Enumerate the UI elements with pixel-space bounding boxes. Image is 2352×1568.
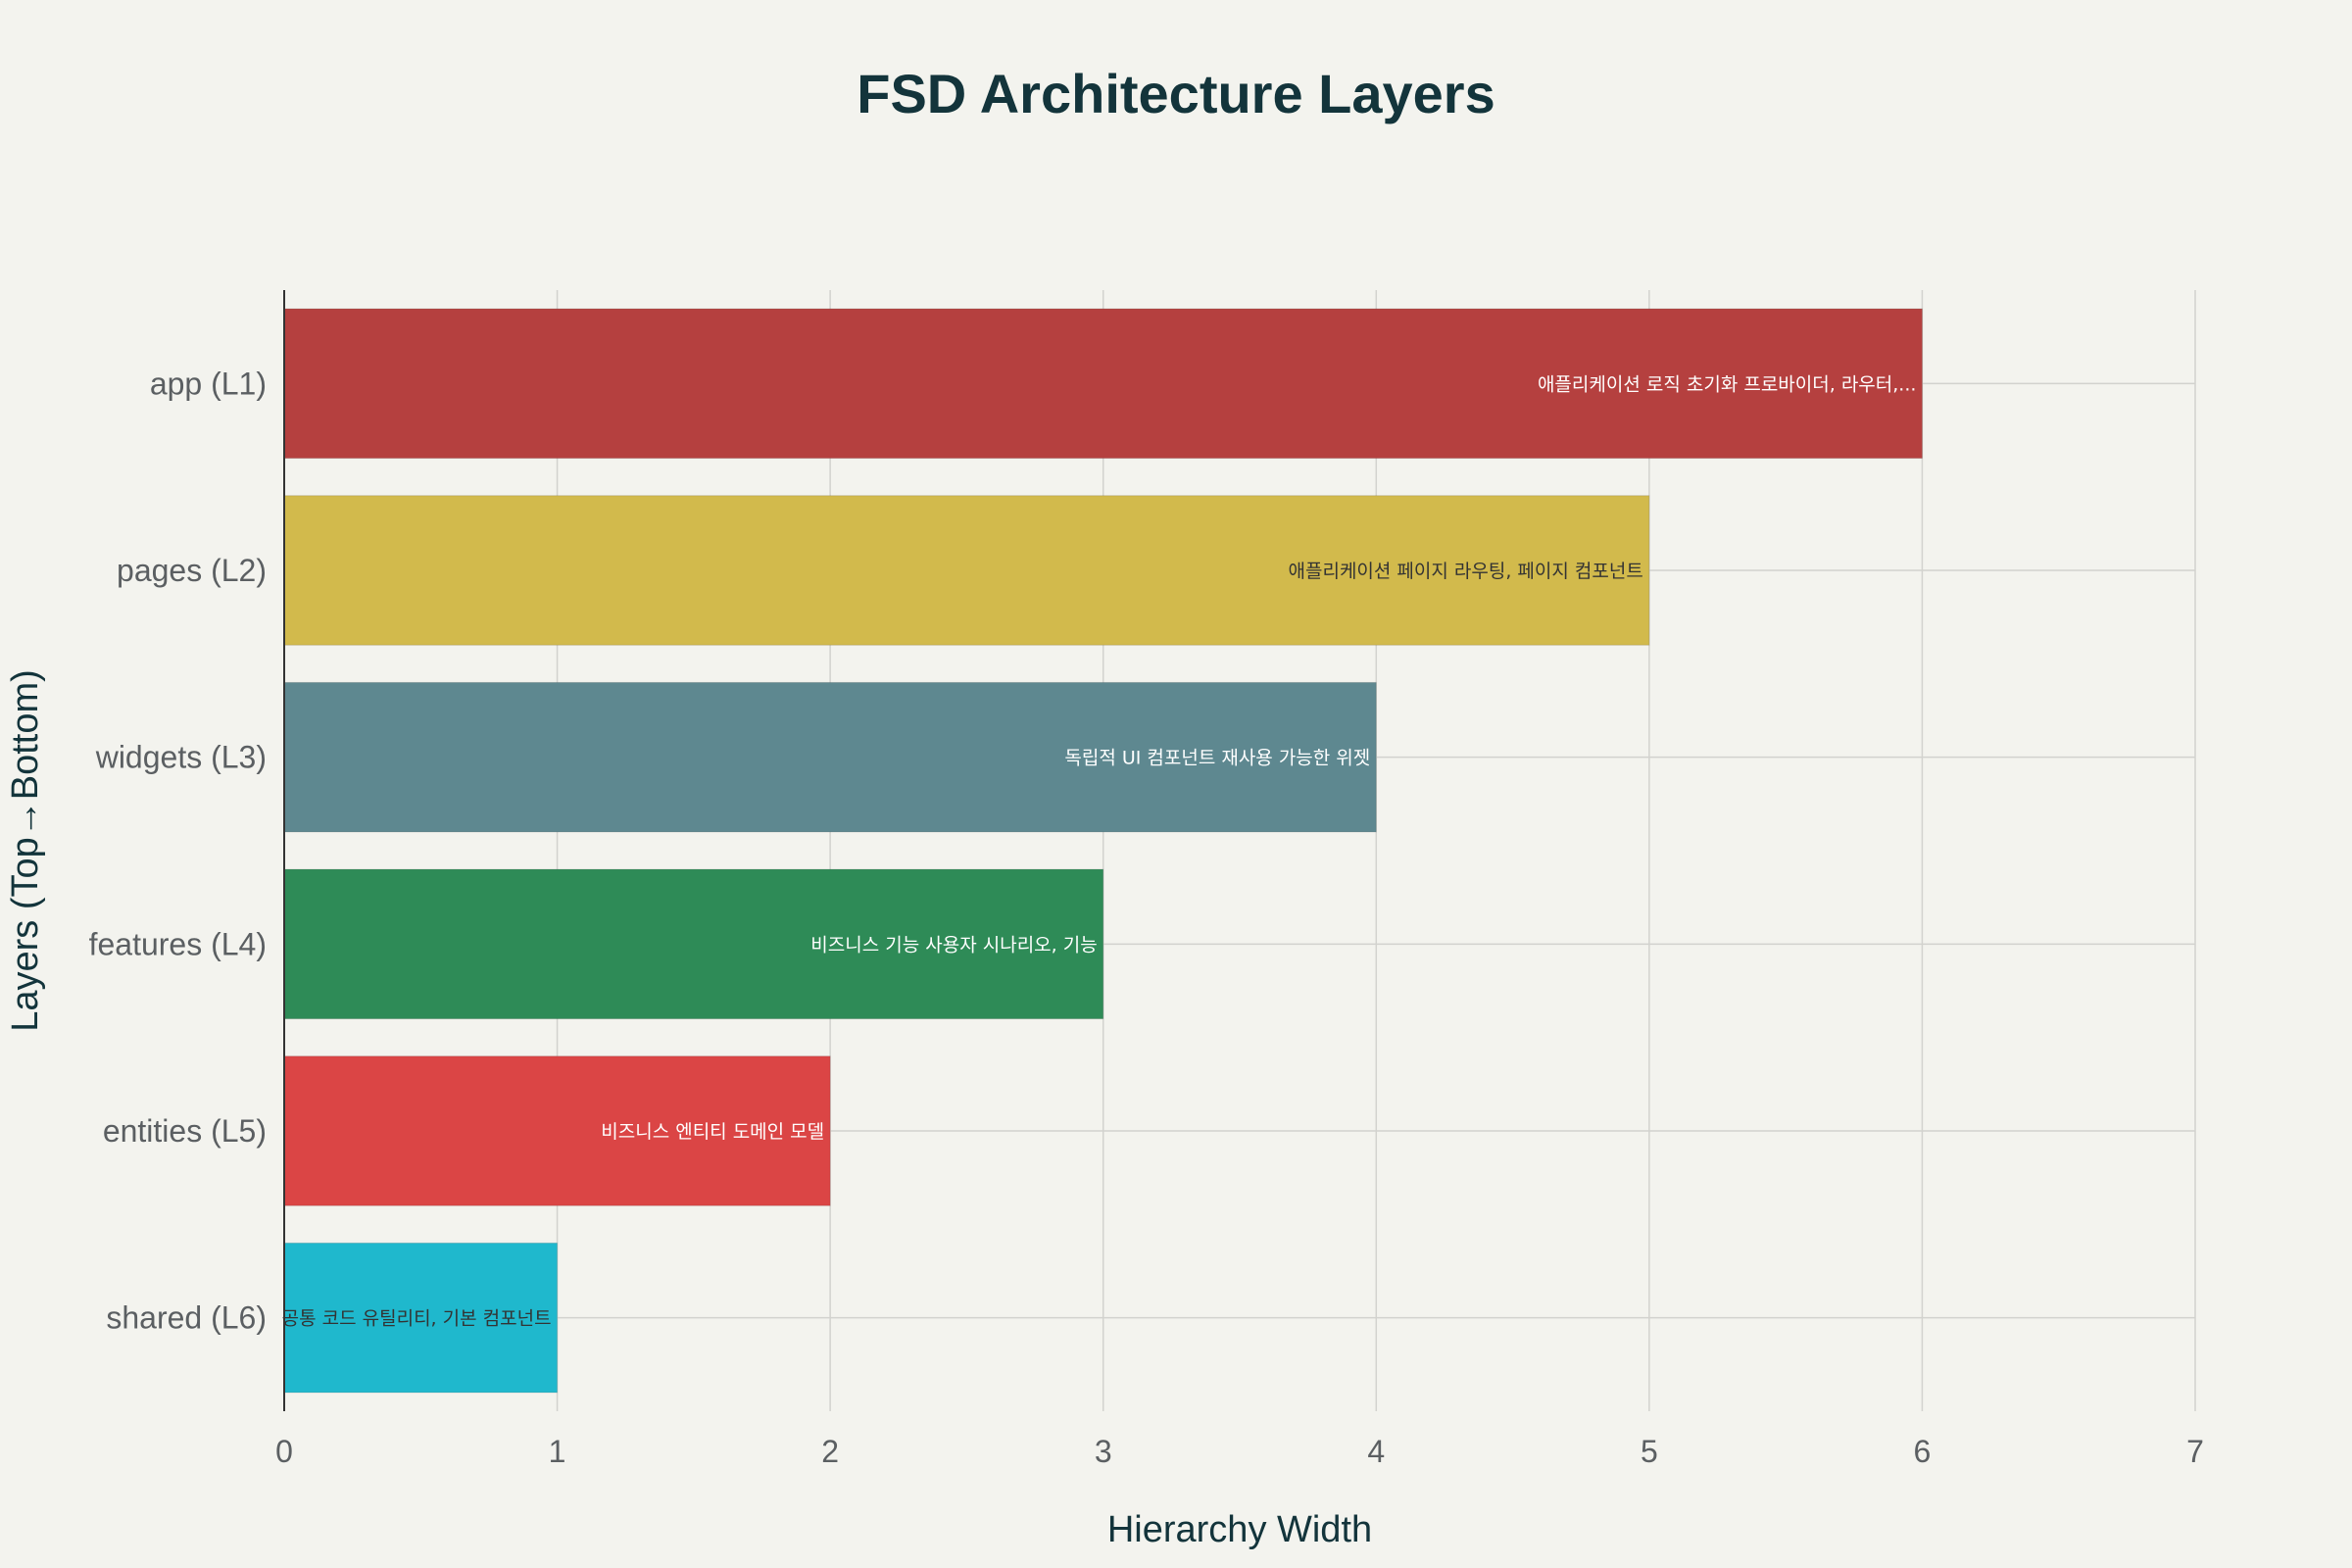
bar-data-label: 공통 코드 유틸리티, 기본 컴포넌트 <box>282 1308 552 1330</box>
bar <box>283 868 1104 1020</box>
y-tick-label: app (L1) <box>150 366 267 401</box>
x-tick-labels: 0 1 2 3 4 5 6 7 <box>275 1434 2204 1469</box>
bar-data-label: 애플리케이션 로직 초기화 프로바이더, 라우터,... <box>1538 373 1916 395</box>
y-tick-label: shared (L6) <box>106 1300 267 1336</box>
y-tick-label: entities (L5) <box>103 1113 267 1149</box>
bar <box>283 1055 831 1206</box>
bar-data-label: 애플리케이션 페이지 라우팅, 페이지 컴포넌트 <box>1289 561 1643 582</box>
bar-data-label: 비즈니스 엔티티 도메인 모델 <box>601 1121 824 1143</box>
y-tick-label: features (L4) <box>89 926 267 961</box>
x-tick-label: 6 <box>1914 1434 1932 1469</box>
x-tick-label: 3 <box>1095 1434 1112 1469</box>
x-tick-label: 7 <box>2186 1434 2204 1469</box>
bars <box>283 308 1923 1394</box>
x-tick-label: 0 <box>275 1434 293 1469</box>
y-tick-label: widgets (L3) <box>95 740 267 775</box>
bar-data-labels: 애플리케이션 로직 초기화 프로바이더, 라우터,... 애플리케이션 페이지 라… <box>282 373 1917 1329</box>
y-axis-title: Layers (Top→Bottom) <box>5 669 46 1032</box>
x-tick-label: 4 <box>1367 1434 1385 1469</box>
x-tick-label: 5 <box>1641 1434 1658 1469</box>
bar <box>283 308 1923 460</box>
bar <box>283 681 1377 833</box>
y-tick-label: pages (L2) <box>117 553 267 588</box>
bar-data-label: 비즈니스 기능 사용자 시나리오, 기능 <box>810 934 1097 956</box>
x-axis-title: Hierarchy Width <box>1107 1509 1372 1550</box>
x-tick-label: 1 <box>549 1434 566 1469</box>
bar <box>283 495 1650 646</box>
x-tick-label: 2 <box>821 1434 839 1469</box>
y-tick-labels: app (L1) pages (L2) widgets (L3) features (… <box>89 366 267 1335</box>
bar-data-label: 독립적 UI 컴포넌트 재사용 가능한 위젯 <box>1064 748 1370 769</box>
chart-title: FSD Architecture Layers <box>857 63 1495 124</box>
